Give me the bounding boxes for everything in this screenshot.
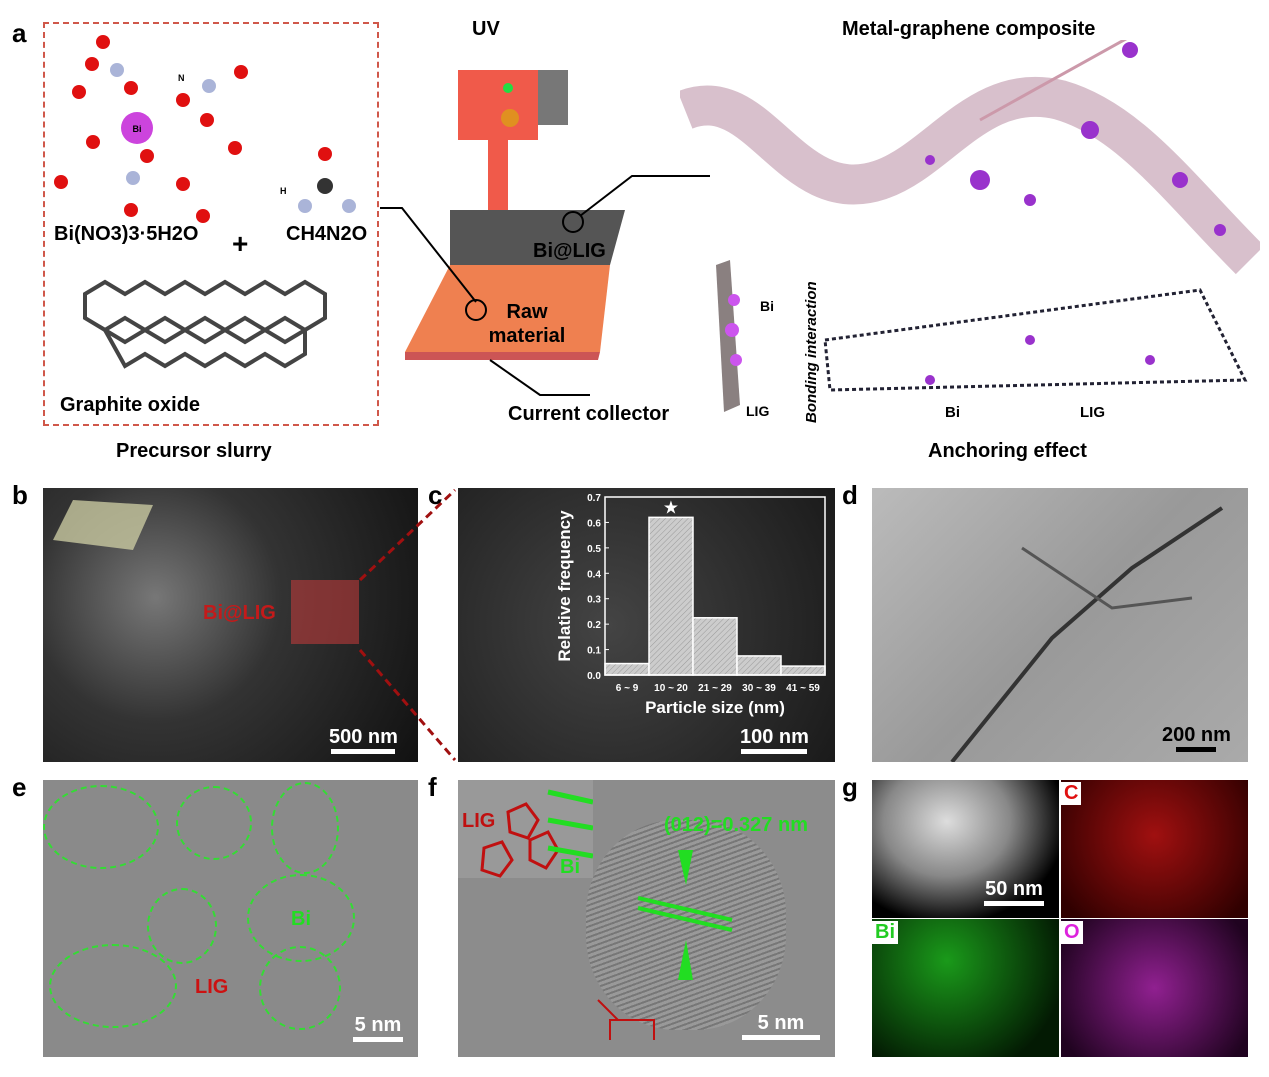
bi-nitrate-formula: Bi(NO3)3·5H2O <box>54 223 199 245</box>
panel-d-label: d <box>842 480 858 510</box>
peak-star-annotation: ★ <box>663 497 679 517</box>
histogram-bar <box>692 617 738 676</box>
hrtem-image-e: Bi LIG 5 nm <box>43 780 418 1057</box>
bismuth-tag: Bi <box>872 921 898 944</box>
y-tick-label: 0.6 <box>587 518 601 529</box>
composite-title: Metal-graphene composite <box>842 18 1096 40</box>
y-tick-label: 0.7 <box>587 493 601 504</box>
panel-b-label: b <box>12 480 28 510</box>
plot-frame <box>604 496 826 676</box>
eds-mapping: 50 nm C Bi O <box>872 780 1248 1057</box>
histogram-bar <box>780 665 826 676</box>
plus-sign: + <box>232 228 249 259</box>
scale-bar-c: 100 nm <box>740 726 809 754</box>
lig-arrow-label: LIG <box>1080 404 1105 421</box>
bi-label-f: Bi <box>560 856 580 878</box>
scale-text: 5 nm <box>757 1012 805 1034</box>
y-tick-label: 0.4 <box>587 569 601 580</box>
uv-label: UV <box>472 18 500 40</box>
bi-label-e: Bi <box>291 908 311 930</box>
x-axis-label: Particle size (nm) <box>645 698 785 717</box>
y-tick-label: 0.2 <box>587 620 601 631</box>
sem-image-c: 6 ~ 9 10 ~ 20 ★ 21 ~ 29 30 ~ 39 41 ~ 59 0.0 0.1… <box>458 488 835 762</box>
y-tick-label: 0.5 <box>587 544 601 555</box>
bi-arrow-label: Bi <box>945 404 960 421</box>
urea-formula: CH4N2O <box>286 223 368 245</box>
lig-label-small: LIG <box>746 403 770 419</box>
bonding-interaction-label: Bonding interaction <box>803 281 820 423</box>
molecule-illustration: Bi <box>54 35 356 369</box>
raw-material-label: Raw material <box>488 301 566 347</box>
x-tick-label: 41 ~ 59 <box>786 683 820 694</box>
scale-text: 5 nm <box>354 1014 402 1036</box>
graphite-oxide-label: Graphite oxide <box>60 394 201 416</box>
zoom-lines <box>358 488 457 761</box>
histogram-bar <box>604 662 650 676</box>
sem-image-b: Bi@LIG 500 nm <box>43 488 418 762</box>
scale-bar-f: 5 nm <box>742 1012 820 1040</box>
lig-label-e: LIG <box>195 976 229 998</box>
x-tick-label: 10 ~ 20 <box>654 683 688 694</box>
histogram-bar <box>736 655 782 676</box>
precursor-slurry-caption: Precursor slurry <box>116 440 272 462</box>
n-atom-label: N <box>178 73 185 83</box>
tem-image-d: 200 nm <box>872 488 1248 762</box>
histogram-bar <box>648 516 694 676</box>
y-tick-label: 0.3 <box>587 595 601 606</box>
scale-text: 100 nm <box>740 726 809 748</box>
bismuth-map: Bi <box>872 919 1059 1057</box>
particle-size-histogram: 6 ~ 9 10 ~ 20 ★ 21 ~ 29 30 ~ 39 41 ~ 59 0.0 0.1… <box>555 493 826 717</box>
bi-lig-label: Bi@LIG <box>533 240 606 262</box>
x-tick-label: 6 ~ 9 <box>616 683 639 694</box>
scale-bar-g: 50 nm <box>984 878 1044 906</box>
highlight-region <box>291 580 359 644</box>
scale-text: 500 nm <box>329 726 398 748</box>
haadf-image: 50 nm <box>872 780 1059 918</box>
oxygen-map: O <box>1061 919 1248 1057</box>
current-collector-label: Current collector <box>508 403 670 425</box>
hrtem-image-f: LIG Bi (012)=0.327 nm 5 nm <box>458 780 835 1057</box>
composite-illustration <box>680 40 1260 412</box>
y-axis-label: Relative frequency <box>555 510 574 662</box>
oxygen-tag: O <box>1061 921 1083 944</box>
x-tick-label: 21 ~ 29 <box>698 683 732 694</box>
inset-lig-bi: LIG Bi <box>458 780 594 878</box>
h-atom-label: H <box>280 186 287 196</box>
scale-text: 50 nm <box>985 878 1043 900</box>
lattice-spacing-label: (012)=0.327 nm <box>664 814 808 836</box>
scale-bar-e: 5 nm <box>353 1014 403 1042</box>
bi-label-small: Bi <box>760 298 774 314</box>
panel-g-label: g <box>842 772 858 802</box>
lig-label-f: LIG <box>462 810 496 832</box>
carbon-tag: C <box>1061 782 1082 805</box>
y-tick-label: 0.1 <box>587 646 601 657</box>
y-tick-label: 0.0 <box>587 671 601 682</box>
scale-bar-b: 500 nm <box>329 726 398 754</box>
scale-bar-d: 200 nm <box>1162 724 1231 752</box>
bi-lig-overlay-label: Bi@LIG <box>203 602 276 624</box>
panel-f-label: f <box>428 772 437 802</box>
anchoring-effect-caption: Anchoring effect <box>928 440 1087 462</box>
panel-e-label: e <box>12 772 27 802</box>
panel-a-label: a <box>12 18 27 48</box>
carbon-map: C <box>1061 780 1248 918</box>
inset-particles-icon <box>53 500 153 550</box>
uv-device-illustration <box>380 70 710 396</box>
panel-c-label: c <box>428 480 443 510</box>
precursor-box: Bi <box>43 22 379 426</box>
bi-atom-label: Bi <box>133 124 142 134</box>
x-tick-label: 30 ~ 39 <box>742 683 776 694</box>
scale-text: 200 nm <box>1162 724 1231 746</box>
